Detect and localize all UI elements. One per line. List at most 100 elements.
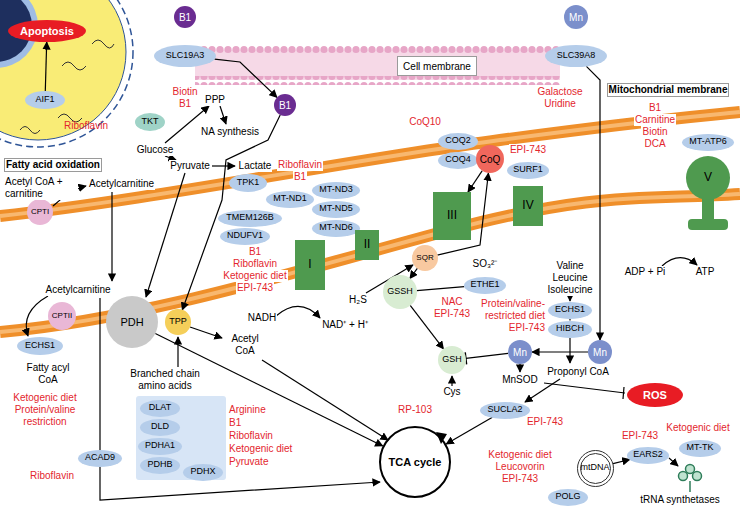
tca-arrowhead [436,432,447,444]
pathway-label: PPP [204,94,226,106]
diagram-line [669,458,678,466]
diagram-line [111,192,112,281]
gene-ellipse: TMEM126B [218,210,282,227]
transporter-circle: CPTI [27,199,53,225]
cell-outline [0,0,133,147]
node-text: CPTI [31,208,49,217]
complex-circle: V [686,156,730,200]
treatment-label: Carnitine [634,114,676,126]
treatment-label: Riboflavin [232,258,278,270]
gene-ellipse: DLD [140,419,180,436]
transporter-circle: CPTII [48,302,76,330]
metabolite-circle: GSH [438,346,466,374]
node-text: mtDNA [581,463,610,473]
gene-ellipse: COQ2 [438,133,478,150]
pathway-label: Acetylcarnitine [44,284,111,296]
pathway-connector [532,351,588,352]
node-text: TKT [142,117,159,127]
node-text: TCA cycle [389,456,442,468]
pathway-label: Lactate [238,160,273,172]
pathway-label: Acetylcarnitine [88,178,155,190]
ion-circle: Mn [588,340,612,364]
treatment-label: Uridine [543,98,577,110]
gene-ellipse: ECHS1 [17,337,63,355]
node-text: GSH [442,355,462,365]
treatment-label: CoQ10 [408,116,442,128]
pdh-complex-panel [136,396,226,480]
gene-ellipse: MT-ATP6 [682,134,734,151]
pathway-label: Fatty acyl CoA [22,362,74,386]
diagram-line [177,337,178,367]
node-text: SUCLA2 [487,405,522,415]
node-text: COQ4 [445,155,471,165]
node-text: CoQ [480,154,501,165]
pathway-connector [586,66,600,340]
treatment-label: B1 [248,246,262,258]
vitamin-circle: B1 [174,6,196,28]
pathway-label: H₂S [348,294,368,306]
gene-ellipse: SUCLA2 [480,402,529,419]
diagram-line [693,472,702,481]
node-text: TPP [169,317,187,327]
node-text: II [364,238,371,251]
cofactor-circle: TPP [165,309,191,335]
gene-ellipse: PDHA1 [138,438,181,455]
apoptosis-ellipse: Apoptosis [8,20,86,42]
diagram-line [519,364,520,372]
node-text: Mn [569,12,583,23]
node-text: PDHX [190,467,215,477]
treatment-label: Ketogenic diet [12,392,77,404]
ion-circle: Mn [508,340,532,364]
diagram-line [146,173,185,297]
pathway-label: ADP + Pi [624,266,667,278]
pathway-connector [215,59,277,97]
transporter-ellipse: SLC19A3 [154,45,216,67]
mtdna-circle: mtDNA [577,450,614,487]
treatment-label: EPI-743 [526,416,564,428]
organelle-squiggle [20,40,114,134]
diagram-line [569,296,570,301]
treatment-label: Protein/valine restriction [4,404,86,428]
node-text: HIBCH [556,324,584,334]
complex-box: IV [513,186,543,226]
node-text: ROS [643,389,667,401]
node-text: Cell membrane [403,61,471,72]
gene-ellipse: PDHB [140,457,180,474]
node-text: MT-ND5 [319,204,353,214]
treatment-label: Biotin [171,86,198,98]
node-text: SQR [416,254,433,263]
pathway-label: ATP [695,266,716,278]
pathway-connector [45,42,46,91]
diagram-line [679,472,688,481]
node-text: B1 [279,100,291,111]
pathway-label: Acetyl CoA [224,333,266,357]
treatment-label: Riboflavin [228,430,274,442]
pathway-label: NA synthesis [200,126,260,138]
gene-ellipse: SURF1 [507,162,550,179]
node-text: POLG [555,492,580,502]
gene-ellipse: PDHX [183,464,223,481]
pathway-label: MnSOD [501,374,539,386]
gene-ellipse: MT-ND3 [312,182,360,199]
treatment-label: Ketogenic diet [665,422,730,434]
diagram-line [212,165,235,166]
node-text: SLC39A8 [557,51,596,61]
pathway-label: Isoleucine [546,284,593,296]
treatment-label: Pyruvate [228,456,269,468]
enzyme-circle: PDH [106,296,158,348]
gene-ellipse: MT-TK [679,440,721,457]
node-text: NDUFV1 [227,231,263,241]
treatment-label: DCA [643,138,666,150]
treatment-label: Ketogenic diet [487,449,552,461]
gene-ellipse: ECHS1 [548,302,592,319]
treatment-label: EPI-743 [236,282,274,294]
diagram-line [569,338,570,363]
treatment-label: Galactose [536,86,583,98]
complex-box: III [433,192,471,240]
diagram-line [276,306,320,318]
pathway-label: Mitochondrial membrane [607,83,730,97]
node-text: ETHE1 [470,280,499,290]
gene-ellipse: COQ4 [438,152,478,169]
inhibition-line [544,383,625,399]
diagram-line [190,327,222,338]
